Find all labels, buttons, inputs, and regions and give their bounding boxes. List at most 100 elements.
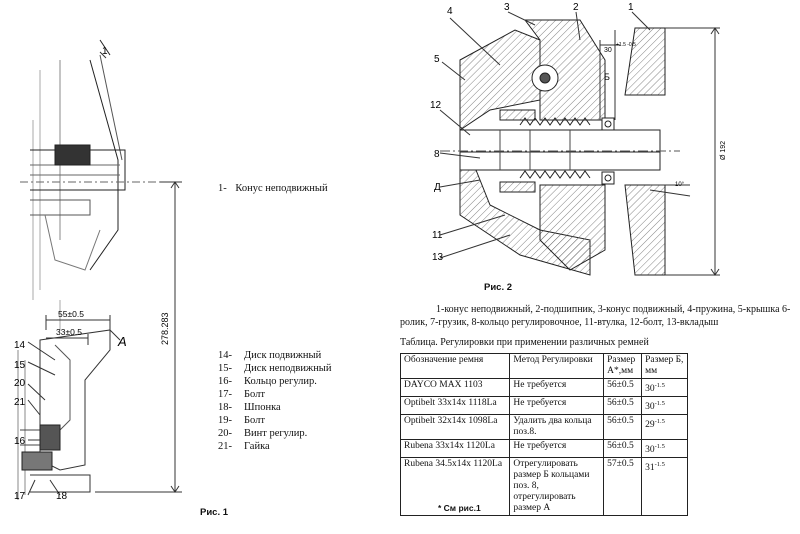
cell-method: Не требуется	[509, 377, 605, 398]
table-header: Размер А*,мм	[603, 353, 643, 379]
legend-row: 19- Болт	[218, 414, 331, 427]
fig1-callout-1: 1	[102, 46, 108, 57]
fig2-callout-d: Д	[434, 182, 441, 193]
fig2-left-callouts: 5 12 8 Д 11 13	[430, 54, 444, 263]
b-tolerance: -1.5	[654, 382, 665, 389]
fig2-callout-4: 4	[447, 6, 453, 17]
fig2-dim-b: Б	[604, 72, 610, 82]
legend-num: 1-	[218, 183, 227, 194]
legend-row: 20- Винт регулир.	[218, 427, 331, 440]
b-value: 30	[645, 445, 655, 456]
fig2-description: 1-конус неподвижный, 2-подшипник, 3-кону…	[400, 304, 791, 328]
cell-a: 56±0.5	[603, 439, 643, 459]
fig1-callout-17: 17	[14, 491, 26, 502]
fig2-dim-30: 30	[604, 47, 612, 54]
fig1-legend-top: 1- Конус неподвижный	[218, 182, 328, 195]
cell-belt: Rubena 34.5x14x 1120La	[399, 457, 511, 517]
cell-a: 57±0.5	[603, 457, 643, 517]
legend-row: 15- Диск неподвижный	[218, 362, 331, 375]
legend-num: 15-	[218, 363, 232, 374]
fig2-callout-8: 8	[434, 149, 440, 160]
legend-num: 14-	[218, 350, 232, 361]
cell-method: Не требуется	[509, 396, 605, 416]
legend-text: Болт	[244, 415, 265, 426]
fig1-callout-14: 14	[14, 340, 26, 351]
fig2-top-callouts: 4 3 2 1	[447, 2, 634, 17]
fig2-dim-tol: +1.5 -0.5	[616, 42, 636, 48]
fig2-callout-12: 12	[430, 100, 442, 111]
cell-b: 30-1.5	[641, 396, 688, 416]
cell-method: Не требуется	[509, 439, 605, 459]
figure-2-drawing: 4 3 2 1 5 12 8 Д 11 13 Б 30 +1.5 -0.5 Ø …	[430, 2, 727, 276]
fig2-dim-diameter: Ø 192	[720, 141, 727, 160]
fig1-callout-21: 21	[14, 397, 26, 408]
legend-row: 17- Болт	[218, 388, 331, 401]
fig2-callout-13: 13	[432, 252, 444, 263]
fig1-dim-55: 55±0.5	[58, 309, 84, 319]
b-value: 30	[645, 402, 655, 413]
fig2-callout-2: 2	[573, 2, 579, 13]
legend-text: Винт регулир.	[244, 428, 308, 439]
cell-b: 30-1.5	[641, 439, 688, 459]
fig2-caption: Рис. 2	[484, 282, 513, 293]
table-title: Таблица. Регулировки при применении разл…	[400, 337, 649, 348]
table-header: Метод Регулировки	[509, 353, 605, 379]
fig1-callout-a: А	[117, 334, 127, 349]
fig1-legend: 14- Диск подвижный 15- Диск неподвижный 16…	[218, 349, 331, 453]
table-header: Обозначение ремня	[399, 353, 511, 379]
legend-num: 17-	[218, 389, 232, 400]
regulation-table: Обозначение ремня Метод Регулировки Разм…	[399, 353, 688, 517]
cell-a: 56±0.5	[603, 396, 643, 416]
legend-num: 16-	[218, 376, 232, 387]
fig1-caption: Рис. 1	[200, 507, 229, 518]
cell-b: 29-1.5	[641, 414, 688, 441]
cell-belt: Optibelt 33x14x 1118La	[399, 396, 511, 416]
table-row: Rubena 34.5x14x 1120La Отрегулировать ра…	[399, 457, 688, 517]
b-value: 31	[645, 463, 655, 474]
table-row: DAYCO MAX 1103 Не требуется 56±0.5 30-1.…	[399, 377, 688, 398]
fig2-dim-angle: 10°	[675, 182, 685, 188]
fig1-callout-15: 15	[14, 360, 26, 371]
legend-text: Диск неподвижный	[244, 363, 332, 374]
figure-1-drawing: 1 А 55±0.5 33±0.5 278.283 14 15 20 21 16…	[14, 39, 182, 502]
b-value: 29	[645, 420, 655, 431]
legend-text: Диск подвижный	[244, 350, 322, 361]
legend-row: 16- Кольцо регулир.	[218, 375, 331, 388]
fig2-callout-3: 3	[504, 2, 510, 13]
cell-b: 30-1.5	[641, 377, 688, 398]
cell-belt: Optibelt 32x14x 1098La	[399, 414, 511, 441]
table-header: Размер Б, мм	[641, 353, 688, 379]
legend-num: 21-	[218, 441, 232, 452]
fig1-callout-18: 18	[56, 491, 68, 502]
table-header-row: Обозначение ремня Метод Регулировки Разм…	[399, 353, 688, 379]
fig1-dim-33: 33±0.5	[56, 327, 82, 337]
cell-method: Отрегулировать размер Б кольцами поз. 8,…	[509, 457, 605, 517]
fig1-left-callouts: 14 15 20 21 16 17 18	[14, 340, 68, 502]
cell-belt: Rubena 33x14x 1120La	[399, 439, 511, 459]
fig1-dim-278: 278.283	[160, 312, 170, 345]
table-row: Rubena 33x14x 1120La Не требуется 56±0.5…	[399, 439, 688, 459]
legend-text: Гайка	[244, 441, 270, 452]
fig1-callout-16: 16	[14, 436, 26, 447]
b-tolerance: -1.5	[654, 461, 665, 469]
b-value: 30	[645, 384, 655, 395]
legend-text: Шпонка	[244, 402, 281, 413]
legend-num: 18-	[218, 402, 232, 413]
legend-text: Кольцо регулир.	[244, 376, 317, 387]
fig1-callout-20: 20	[14, 378, 26, 389]
b-tolerance: -1.5	[654, 418, 665, 426]
cell-belt: DAYCO MAX 1103	[399, 377, 511, 398]
b-tolerance: -1.5	[654, 400, 665, 408]
b-tolerance: -1.5	[654, 443, 665, 451]
cell-a: 56±0.5	[603, 414, 643, 441]
legend-num: 19-	[218, 415, 232, 426]
table-footnote: * См рис.1	[438, 503, 481, 513]
legend-text: Болт	[244, 389, 265, 400]
legend-text: Конус неподвижный	[235, 183, 328, 194]
cell-a: 56±0.5	[603, 377, 643, 398]
legend-row: 18- Шпонка	[218, 401, 331, 414]
cell-method: Удалить два кольца поз.8.	[509, 414, 605, 441]
legend-num: 20-	[218, 428, 232, 439]
legend-row: 21- Гайка	[218, 440, 331, 453]
fig2-callout-1: 1	[628, 2, 634, 13]
